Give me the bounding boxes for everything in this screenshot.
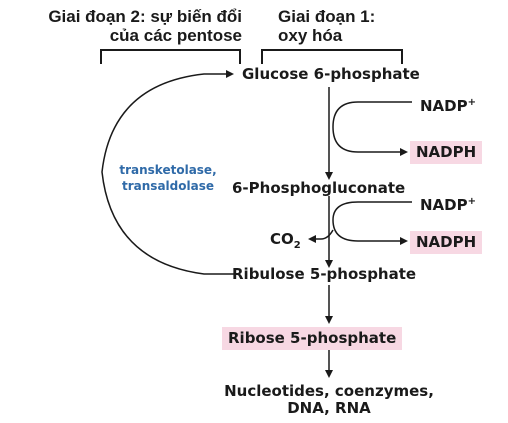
stage1-title-line1: Giai đoạn 1: <box>278 7 376 26</box>
nadp-plus-1: NADP+ <box>420 94 476 115</box>
co2-release-arrow <box>308 229 334 243</box>
nadp-nadph-branch-1 <box>332 101 412 156</box>
co2: CO2 <box>270 231 301 254</box>
nadp-nadph-branch-2 <box>332 201 412 245</box>
6-phosphogluconate: 6-Phosphogluconate <box>232 179 406 197</box>
stage2-title: Giai đoạn 2: sự biến đổi của các pentose <box>48 7 242 45</box>
glucose-6-phosphate: Glucose 6-phosphate <box>242 65 420 83</box>
enzyme-transketolase: transketolase, <box>119 163 217 177</box>
ribulose-5-phosphate: Ribulose 5-phosphate <box>232 265 417 283</box>
stage1-title: Giai đoạn 1: oxy hóa <box>278 7 375 45</box>
co2-text: CO <box>270 230 294 248</box>
stage2-title-line2: của các pentose <box>109 26 242 45</box>
co2-subscript: 2 <box>293 240 301 251</box>
nadph-1: NADPH <box>410 141 483 164</box>
ribose-5-phosphate: Ribose 5-phosphate <box>222 327 403 350</box>
nadph-2: NADPH <box>410 231 483 254</box>
stage1-bracket <box>261 49 403 64</box>
products-line1: Nucleotides, coenzymes, <box>224 382 434 400</box>
products: Nucleotides, coenzymes, DNA, RNA <box>202 383 456 417</box>
stage1-title-line2: oxy hóa <box>278 26 343 45</box>
enzyme-transaldolase: transaldolase <box>122 179 214 193</box>
nadp-1-charge: + <box>467 97 476 108</box>
stage2-bracket <box>100 49 241 64</box>
nadp-plus-2: NADP+ <box>420 193 476 214</box>
enzyme-label: transketolase, transaldolase <box>112 162 224 194</box>
nadp-1-text: NADP <box>420 97 468 115</box>
stage2-title-line1: Giai đoạn 2: sự biến đổi <box>48 7 242 26</box>
products-line2: DNA, RNA <box>287 399 371 417</box>
recycle-loop-arrow <box>101 70 234 275</box>
nadp-2-charge: + <box>467 196 476 207</box>
nadp-2-text: NADP <box>420 196 468 214</box>
